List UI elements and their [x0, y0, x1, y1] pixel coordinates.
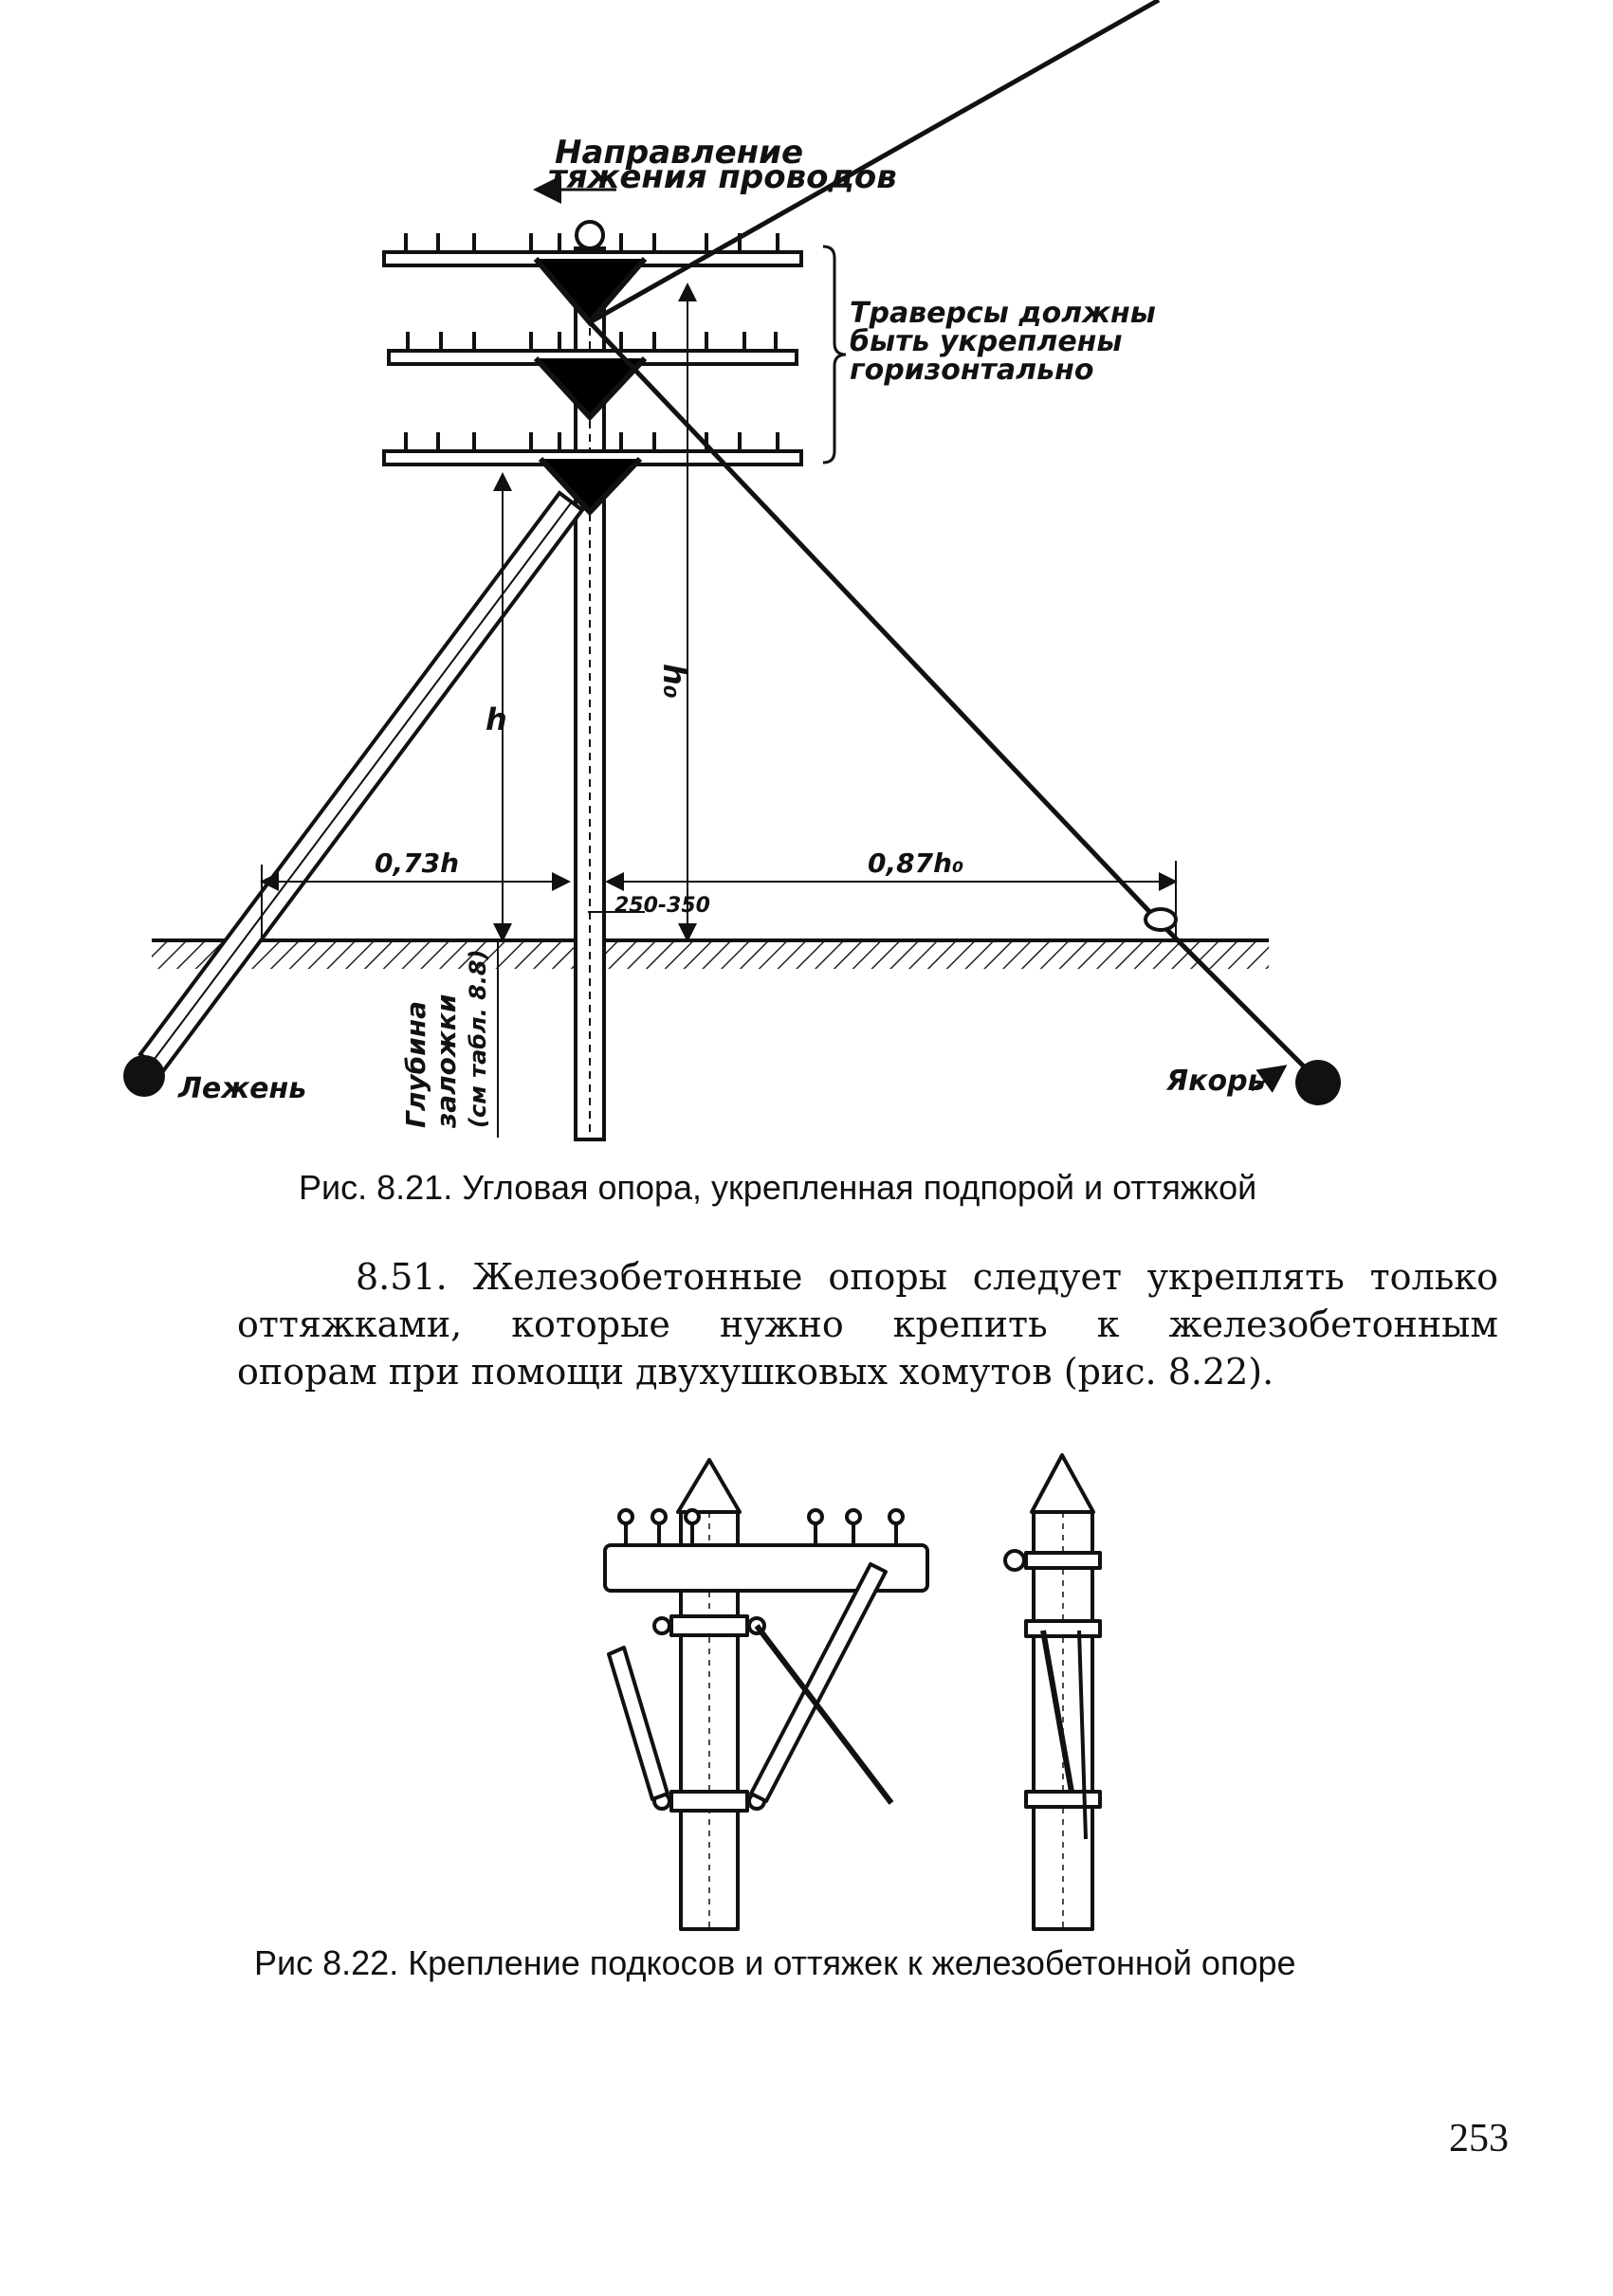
dim-073h-label: 0,73h: [375, 847, 459, 879]
page-number: 253: [1449, 2117, 1509, 2160]
dim-h-label: h: [486, 702, 507, 738]
clamp-upper-side: [1003, 1549, 1102, 1572]
figure-8-22-drawing: [603, 1453, 1102, 1931]
depth-label-line2: заложки: [431, 994, 462, 1129]
traverse-brace: [822, 245, 847, 465]
guy-rod-side: [1040, 1630, 1088, 1840]
brace-right: [749, 1562, 888, 1803]
traverse-note-line2: быть укреплены: [850, 325, 1123, 358]
pole-side-view: [1030, 1453, 1095, 1931]
lezhen-label: Лежень: [177, 1072, 306, 1105]
strut: [137, 490, 585, 1074]
brace-left: [607, 1646, 669, 1801]
dim-087h0-label: 0,87h₀: [868, 847, 963, 879]
figure-8-21-drawing: Направление тяжения проводов Траверсы до…: [123, 0, 1341, 1141]
depth-label-line3: (см табл. 8.8): [465, 949, 491, 1128]
crossarm-braces: [533, 257, 648, 517]
paragraph-line-3: опорам при помощи двухушковых хомутов (р…: [237, 1351, 1274, 1393]
dim-250-350-label: 250-350: [614, 894, 710, 918]
direction-label-line2: тяжения проводов: [548, 158, 897, 196]
direction-label-line1: Направление: [555, 134, 803, 172]
traverse-note-line3: горизонтально: [850, 354, 1093, 387]
traverse-note-line1: Траверсы должны: [850, 297, 1156, 330]
paragraph-8-51: 8.51. Железобетонные опоры следует укреп…: [237, 1253, 1498, 1395]
anchor-block: [1295, 1060, 1341, 1105]
paragraph-line-2: оттяжками, которые нужно крепить к желез…: [237, 1303, 1498, 1345]
clamp-lower-front: [652, 1790, 766, 1813]
depth-label-line1: Глубина: [400, 1001, 431, 1128]
guy-rod-front: [754, 1624, 894, 1805]
dim-h0-label: h₀: [656, 664, 692, 699]
clamp-lower-side: [1024, 1790, 1102, 1809]
dimension-lines: [260, 282, 1178, 1138]
clamp-middle-side: [1024, 1619, 1102, 1638]
lezhen-block: [123, 1055, 165, 1097]
figure-8-22-caption: Рис 8.22. Крепление подкосов и оттяжек к…: [254, 1943, 1296, 1982]
pole-front-view: [676, 1458, 742, 1931]
figure-8-21-caption: Рис. 8.21. Угловая опора, укрепленная по…: [299, 1168, 1257, 1207]
clamp-upper-front: [652, 1614, 766, 1637]
paragraph-line-1: 8.51. Железобетонные опоры следует укреп…: [356, 1256, 1498, 1298]
crossarm-front: [603, 1508, 929, 1593]
ground-line: [152, 938, 1269, 969]
yakor-label: Якорь: [1165, 1065, 1266, 1098]
yakor-pointer: [1251, 1065, 1288, 1093]
